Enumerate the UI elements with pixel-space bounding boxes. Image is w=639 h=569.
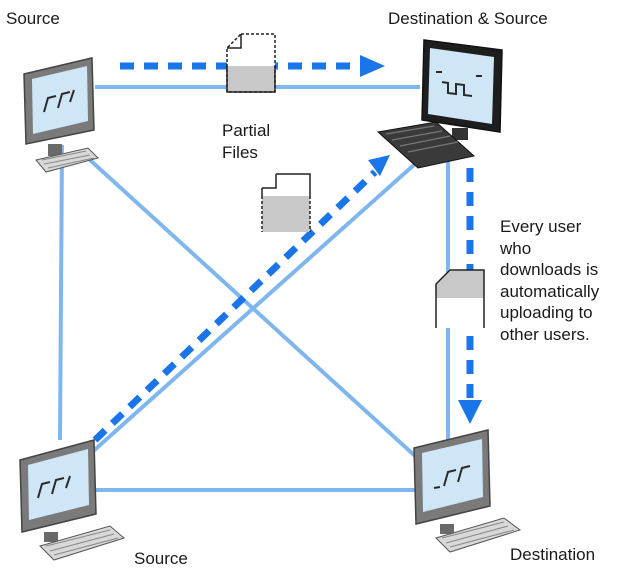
partial-files-line-2: Files bbox=[222, 142, 258, 162]
partial-file-icon-middle bbox=[261, 173, 311, 232]
transfer-arrows bbox=[92, 62, 474, 443]
note-line-4: automatically bbox=[500, 281, 600, 301]
connection-diagonal-tl-br bbox=[88, 158, 427, 467]
note-line-2: who bbox=[500, 238, 532, 258]
arrowhead-top bbox=[360, 55, 385, 77]
p2p-explanation-note: Every user who downloads is automaticall… bbox=[500, 216, 599, 345]
note-line-5: uploading to bbox=[500, 303, 593, 322]
partial-files-label: Partial Files bbox=[222, 120, 270, 163]
computer-top-left bbox=[23, 57, 99, 173]
partial-file-icon-right bbox=[435, 269, 485, 328]
label-top-left-source: Source bbox=[6, 9, 60, 28]
connection-diagonal-bl-tr bbox=[70, 153, 427, 472]
arrowhead-diagonal bbox=[368, 155, 390, 176]
computer-top-right bbox=[376, 39, 503, 169]
computer-bottom-left bbox=[19, 439, 126, 561]
note-line-1: Every user bbox=[500, 217, 582, 236]
connection-left bbox=[58, 144, 64, 441]
arrowhead-right bbox=[458, 400, 482, 424]
label-bottom-right-destination: Destination bbox=[510, 545, 596, 564]
note-line-3: downloads is bbox=[500, 260, 599, 279]
label-bottom-left-source: Source bbox=[134, 549, 188, 568]
computer-bottom-right bbox=[413, 429, 522, 553]
transfer-arrow-diagonal bbox=[92, 169, 378, 443]
note-line-6: other users. bbox=[500, 324, 590, 344]
label-top-right-destination-source: Destination & Source bbox=[388, 9, 548, 28]
partial-file-icon-top bbox=[226, 33, 276, 93]
partial-files-line-1: Partial bbox=[222, 121, 271, 140]
